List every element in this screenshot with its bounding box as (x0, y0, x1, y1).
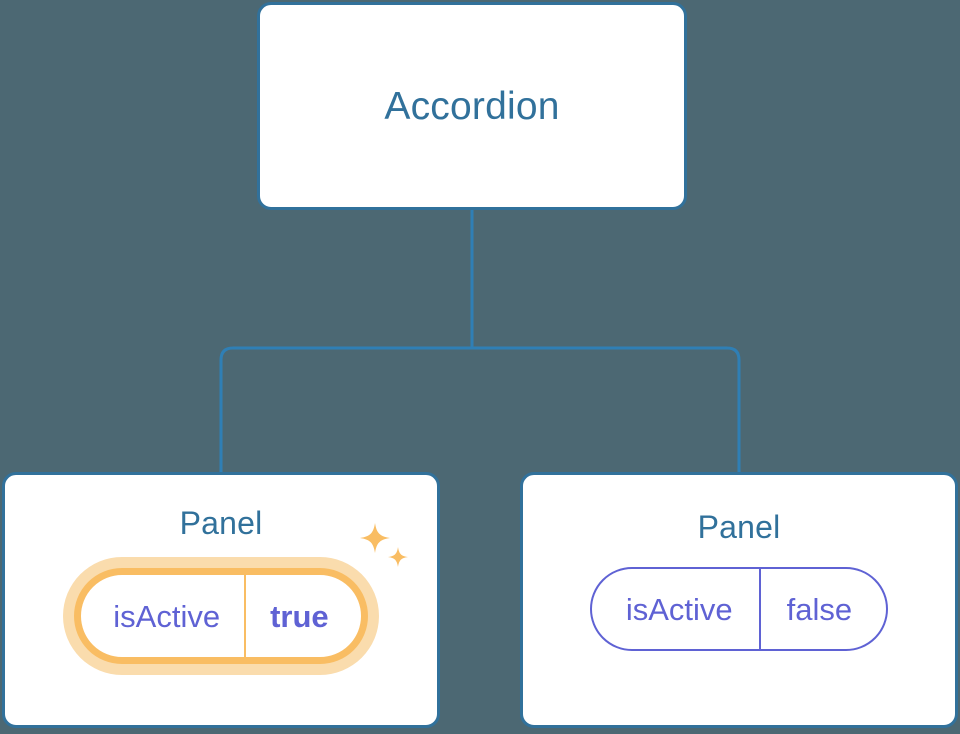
prop-pill-right-wrap[interactable]: isActive false (589, 567, 889, 651)
node-accordion[interactable]: Accordion (257, 2, 687, 210)
edge-to-left-panel (219, 346, 472, 472)
edge-to-right-panel (472, 346, 741, 472)
prop-key-left: isActive (113, 598, 221, 634)
prop-pill-left[interactable]: isActive true (74, 568, 368, 664)
prop-key-right: isActive (625, 591, 733, 627)
node-panel-left-title: Panel (179, 505, 263, 541)
prop-pill-right[interactable]: isActive false (589, 567, 889, 651)
sparkles-icon (359, 523, 408, 567)
node-accordion-title: Accordion (384, 84, 560, 128)
node-panel-left[interactable]: Panel isActive true (2, 472, 440, 728)
prop-value-left: true (244, 575, 361, 657)
prop-value-right: false (758, 569, 886, 649)
prop-pill-left-highlighted[interactable]: isActive true (63, 523, 408, 675)
node-panel-right-title: Panel (697, 509, 781, 545)
node-panel-right[interactable]: Panel isActive false (520, 472, 958, 728)
